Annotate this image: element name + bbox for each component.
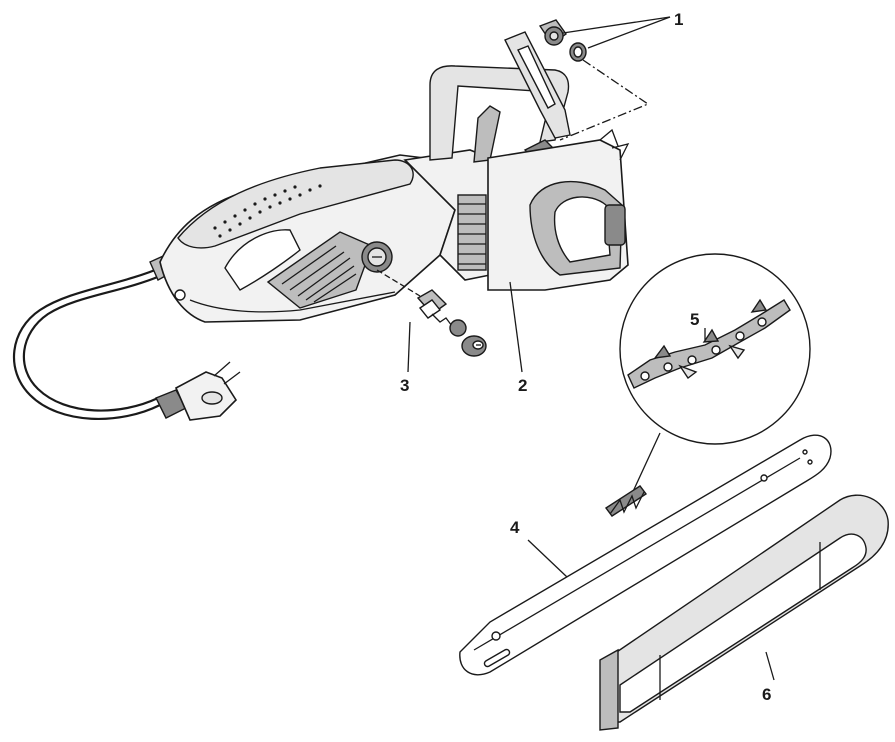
oil-cap-parts (538, 19, 587, 62)
brush-cap-socket (361, 241, 393, 273)
callout-2: 2 (518, 376, 527, 395)
callout-6: 6 (762, 685, 771, 704)
saw-chain-detail (627, 298, 791, 389)
vent-slots (281, 245, 357, 303)
carbon-brush-assembly (376, 269, 487, 357)
bar-scabbard (599, 494, 889, 731)
sprocket-cover (487, 128, 630, 291)
motor-housing (159, 154, 456, 323)
callout-4: 4 (510, 518, 520, 537)
callout-1: 1 (674, 10, 683, 29)
chain-detail-magnifier (619, 253, 811, 445)
mains-plug (155, 361, 241, 421)
grip-texture (213, 184, 322, 238)
leader-lines (407, 16, 775, 681)
guide-bar (459, 434, 832, 676)
callout-3: 3 (400, 376, 409, 395)
callout-5: 5 (690, 310, 699, 329)
power-cord (12, 251, 181, 421)
front-motor-section (403, 149, 491, 281)
